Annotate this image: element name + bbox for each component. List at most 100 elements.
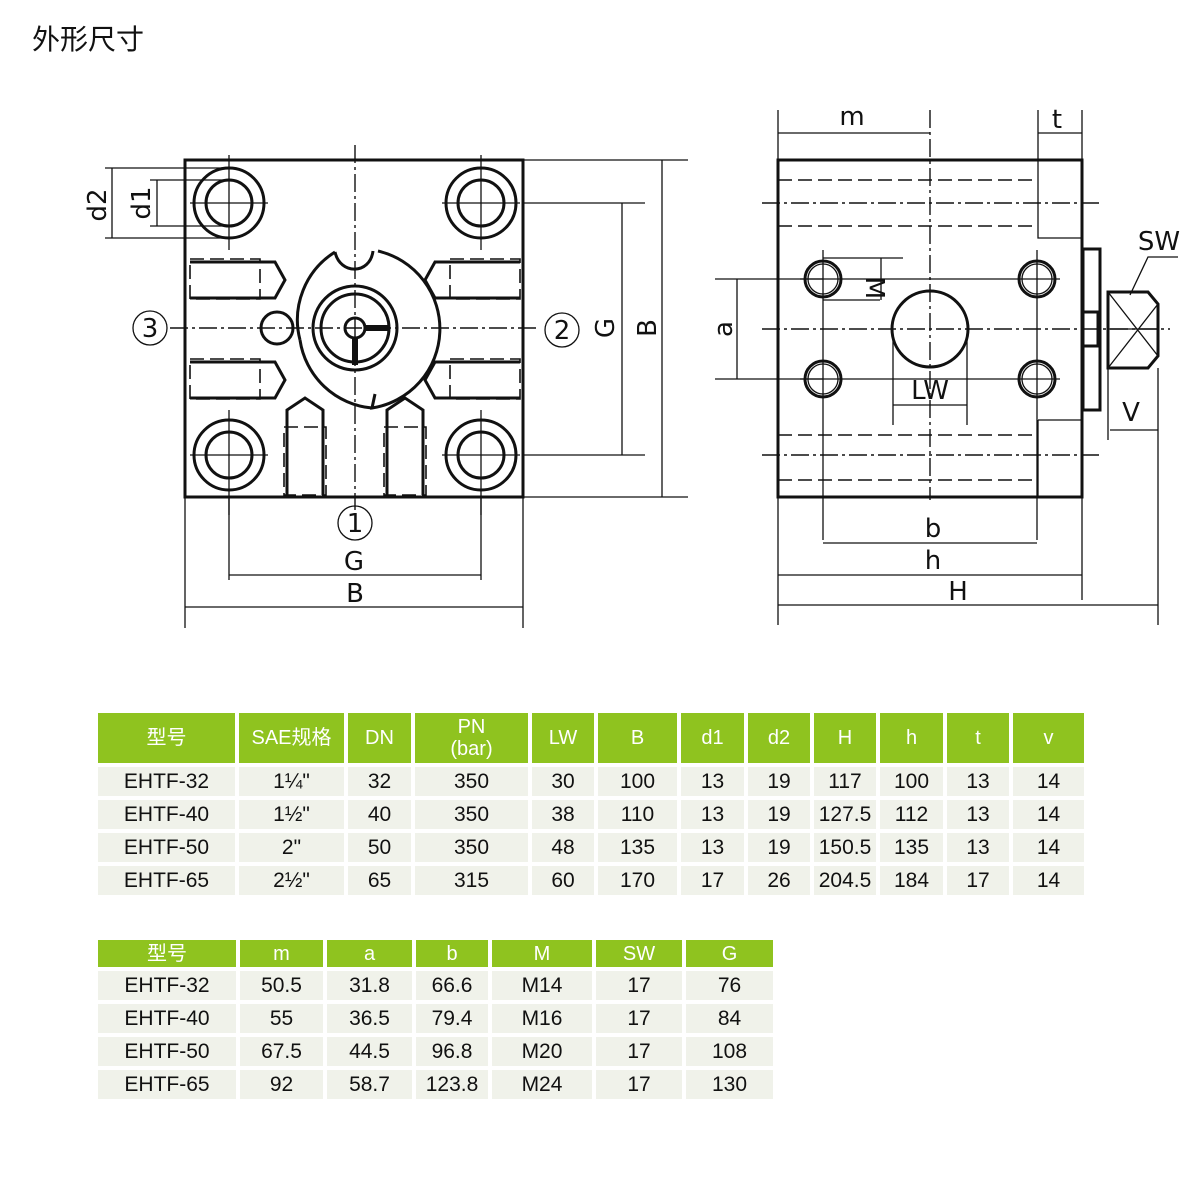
table-cell: 84 [686, 1004, 773, 1033]
dim-b-lower: b [925, 514, 942, 544]
table-cell: EHTF-65 [98, 1070, 236, 1099]
table-cell: M20 [492, 1037, 592, 1066]
dim-h-lower: h [925, 546, 941, 576]
table-cell: EHTF-50 [98, 1037, 236, 1066]
table-cell: 17 [596, 1037, 682, 1066]
table-cell: 38 [532, 800, 594, 829]
column-header: H [814, 713, 876, 763]
column-header: m [240, 940, 323, 967]
table-cell: 17 [681, 866, 744, 895]
port-1-label: 1 [347, 509, 364, 539]
column-header: DN [348, 713, 411, 763]
table-cell: 350 [415, 833, 528, 862]
table-cell: 184 [880, 866, 943, 895]
dim-g-vertical: G [591, 318, 621, 338]
table-cell: 1¼" [239, 767, 344, 796]
dim-b-vertical: B [633, 319, 663, 337]
column-header: 型号 [98, 940, 236, 967]
table-cell: 13 [947, 800, 1009, 829]
table-cell: 123.8 [416, 1070, 488, 1099]
dim-g-horizontal: G [344, 547, 364, 577]
table-cell: 14 [1013, 800, 1084, 829]
dim-m: m [839, 102, 864, 132]
table-cell: 135 [880, 833, 943, 862]
port-3-label: 3 [142, 314, 159, 344]
table-cell: EHTF-40 [98, 1004, 236, 1033]
table-cell: 58.7 [327, 1070, 412, 1099]
table-cell: 14 [1013, 833, 1084, 862]
dim-sw: SW [1138, 227, 1180, 257]
side-view [715, 110, 1178, 625]
column-header: SW [596, 940, 682, 967]
column-header: v [1013, 713, 1084, 763]
dim-H: H [948, 577, 968, 607]
table-cell: 350 [415, 800, 528, 829]
table-cell: 19 [748, 800, 810, 829]
table-cell: EHTF-50 [98, 833, 235, 862]
table-cell: 350 [415, 767, 528, 796]
front-view [105, 145, 688, 628]
mounting-holes [190, 155, 520, 515]
table-cell: 31.8 [327, 971, 412, 1000]
column-header: 型号 [98, 713, 235, 763]
table-cell: 13 [947, 833, 1009, 862]
column-header: b [416, 940, 488, 967]
table-cell: 36.5 [327, 1004, 412, 1033]
table-cell: 100 [598, 767, 677, 796]
column-header: LW [532, 713, 594, 763]
table-cell: 60 [532, 866, 594, 895]
table-cell: EHTF-32 [98, 971, 236, 1000]
dim-a: a [709, 321, 739, 337]
dim-t: t [1052, 105, 1062, 135]
column-header: a [327, 940, 412, 967]
table-cell: 66.6 [416, 971, 488, 1000]
table-cell: 112 [880, 800, 943, 829]
table-cell: 50 [348, 833, 411, 862]
table-cell: 92 [240, 1070, 323, 1099]
dim-lw: LW [911, 376, 949, 406]
table-cell: 17 [596, 1070, 682, 1099]
table-cell: 40 [348, 800, 411, 829]
table-cell: 13 [681, 767, 744, 796]
table-cell: EHTF-32 [98, 767, 235, 796]
table-cell: 17 [596, 971, 682, 1000]
dim-d2: d2 [83, 188, 113, 221]
table-cell: M14 [492, 971, 592, 1000]
table-cell: M16 [492, 1004, 592, 1033]
table-cell: 14 [1013, 767, 1084, 796]
column-header: G [686, 940, 773, 967]
table-cell: 67.5 [240, 1037, 323, 1066]
table-cell: 96.8 [416, 1037, 488, 1066]
table-cell: 13 [681, 800, 744, 829]
column-header: SAE规格 [239, 713, 344, 763]
table-cell: 76 [686, 971, 773, 1000]
table-cell: EHTF-65 [98, 866, 235, 895]
table-cell: 315 [415, 866, 528, 895]
table-cell: 2" [239, 833, 344, 862]
column-header: t [947, 713, 1009, 763]
table-cell: 50.5 [240, 971, 323, 1000]
table-cell: 100 [880, 767, 943, 796]
table-cell: 17 [596, 1004, 682, 1033]
dim-v: V [1122, 398, 1140, 428]
dim-d1: d1 [127, 186, 157, 219]
table-cell: 30 [532, 767, 594, 796]
column-header: h [880, 713, 943, 763]
table-cell: 130 [686, 1070, 773, 1099]
table-cell: 55 [240, 1004, 323, 1033]
table-cell: 13 [947, 767, 1009, 796]
table-cell: 204.5 [814, 866, 876, 895]
dimension-drawing: d2 d1 G B G B 3 2 1 m t a M LW SW V b h … [83, 102, 1180, 628]
column-header: M [492, 940, 592, 967]
table-cell: 26 [748, 866, 810, 895]
